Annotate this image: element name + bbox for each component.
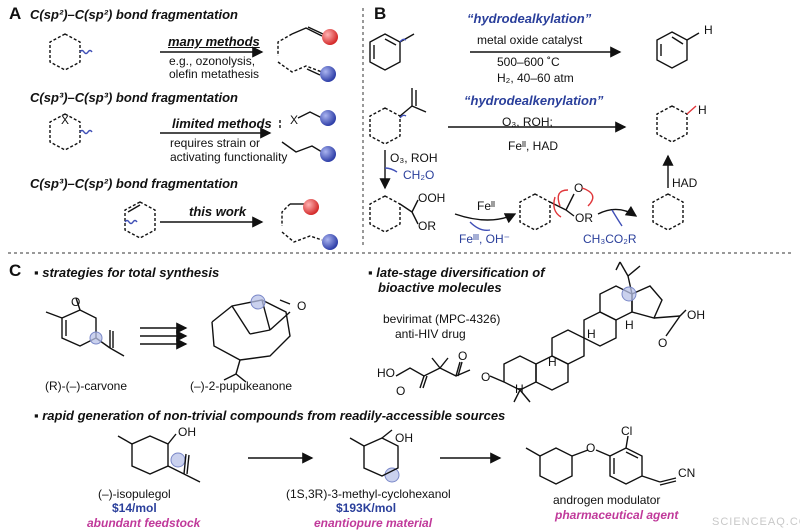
- cond-catalyst: metal oxide catalyst: [477, 33, 583, 47]
- isopulegol-oh: OH: [178, 425, 196, 439]
- panel-a-label: A: [9, 4, 22, 23]
- panel-c-highlights: [89, 286, 637, 483]
- cond-pressure: H₂, 40–60 atm: [497, 71, 574, 85]
- cn-label: CN: [678, 466, 696, 480]
- pupukeanone-name: (–)-2-pupukeanone: [190, 379, 293, 393]
- h-benzene: H: [704, 23, 713, 37]
- carvone-name: (R)-(–)-carvone: [45, 379, 128, 393]
- row1-title: C(sp²)–C(sp²) bond fragmentation: [30, 7, 238, 22]
- late-stage-label-1: ▪ late-stage diversification of: [368, 265, 545, 280]
- h-stereo-a: H: [625, 318, 634, 332]
- ooh-label: OOH: [418, 191, 446, 205]
- cond-temperature: 500–600 ˚C: [497, 55, 560, 69]
- row2-title: C(sp³)–C(sp³) bond fragmentation: [30, 90, 238, 105]
- watermark: SCIENCEAQ.COM: [712, 516, 800, 528]
- strategies-label: ▪ strategies for total synthesis: [34, 265, 220, 280]
- or-label-1: OR: [418, 219, 436, 233]
- pupukeanone-o: O: [297, 299, 307, 313]
- hydrodealkylation-label: “hydrodealkylation”: [467, 11, 592, 26]
- cl-label: Cl: [621, 424, 633, 438]
- cyclohexanol-oh: OH: [395, 431, 413, 445]
- h-stereo-c: H: [548, 355, 557, 369]
- androgen-name: androgen modulator: [553, 493, 661, 507]
- h-product: H: [698, 103, 707, 117]
- o-acid-label: O: [396, 384, 406, 398]
- fe2-label: Feᴵᴵ: [477, 199, 496, 213]
- o-radical-label: O: [574, 181, 584, 195]
- panel-b-label: B: [374, 4, 387, 23]
- row3-arrow-label: this work: [189, 204, 247, 219]
- hydrodealkenylation-label: “hydrodealkenylation”: [464, 93, 604, 108]
- price-isopulegol: $14/mol: [112, 501, 157, 515]
- desc-pharma: pharmaceutical agent: [555, 508, 679, 522]
- o-carbonyl-label: O: [658, 336, 668, 350]
- bevirimat-desc: anti-HIV drug: [395, 327, 466, 341]
- rapid-generation-label: ▪ rapid generation of non-trivial compou…: [34, 408, 506, 423]
- price-cyclohexanol: $193K/mol: [336, 501, 397, 515]
- panel-c-label: C: [9, 261, 22, 280]
- late-stage-label-2: bioactive molecules: [378, 280, 502, 295]
- h-stereo-b: H: [587, 327, 596, 341]
- o-ketone-label: O: [458, 349, 468, 363]
- desc-enantiopure: enantiopure material: [314, 516, 433, 530]
- row2-arrow-label: limited methods: [172, 116, 272, 131]
- row2-arrow-sub2: activating functionality: [170, 150, 288, 164]
- carvone-o: O: [71, 295, 81, 309]
- row1-arrow-sub2: olefin metathesis: [169, 67, 260, 81]
- ch2o-label: CH₂O: [403, 168, 435, 182]
- row3-title: C(sp³)–C(sp²) bond fragmentation: [30, 176, 238, 191]
- row2-arrow-sub1: requires strain or: [170, 136, 261, 150]
- row1-arrow-sub1: e.g., ozonolysis,: [169, 54, 256, 68]
- panel-a-structures: [49, 26, 324, 243]
- panel-dividers: [8, 8, 792, 254]
- panel-b-structures: [369, 31, 700, 233]
- ch3co2r-label: CH₃CO₂R: [583, 232, 637, 246]
- cyclohexanol-name: (1S,3R)-3-methyl-cyclohexanol: [286, 487, 451, 501]
- panel-a-balls: [303, 29, 338, 250]
- desc-feedstock: abundant feedstock: [87, 516, 201, 530]
- cond-ozone: O₃, ROH;: [502, 115, 553, 129]
- bevirimat-name: bevirimat (MPC-4326): [383, 312, 501, 326]
- had-label: HAD: [672, 176, 698, 190]
- cond-fe-had: Feᴵᴵ, HAD: [508, 139, 559, 153]
- o-ester-label: O: [481, 370, 491, 384]
- o-ether-label: O: [586, 441, 596, 455]
- panel-c-bottom-structures: [117, 429, 677, 486]
- oh-acid-label: OH: [687, 308, 705, 322]
- atom-x-right: X: [290, 113, 299, 127]
- isopulegol-name: (–)-isopulegol: [98, 487, 171, 501]
- panel-c-structures: [45, 261, 687, 403]
- row1-arrow-label: many methods: [168, 34, 260, 49]
- ho-label: HO: [377, 366, 395, 380]
- atom-x-left: X: [61, 113, 70, 127]
- fe3-label: Feᴵᴵᴵ, OH⁻: [459, 232, 511, 246]
- or-label-2: OR: [575, 211, 593, 225]
- cond-o3-roh: O₃, ROH: [390, 151, 438, 165]
